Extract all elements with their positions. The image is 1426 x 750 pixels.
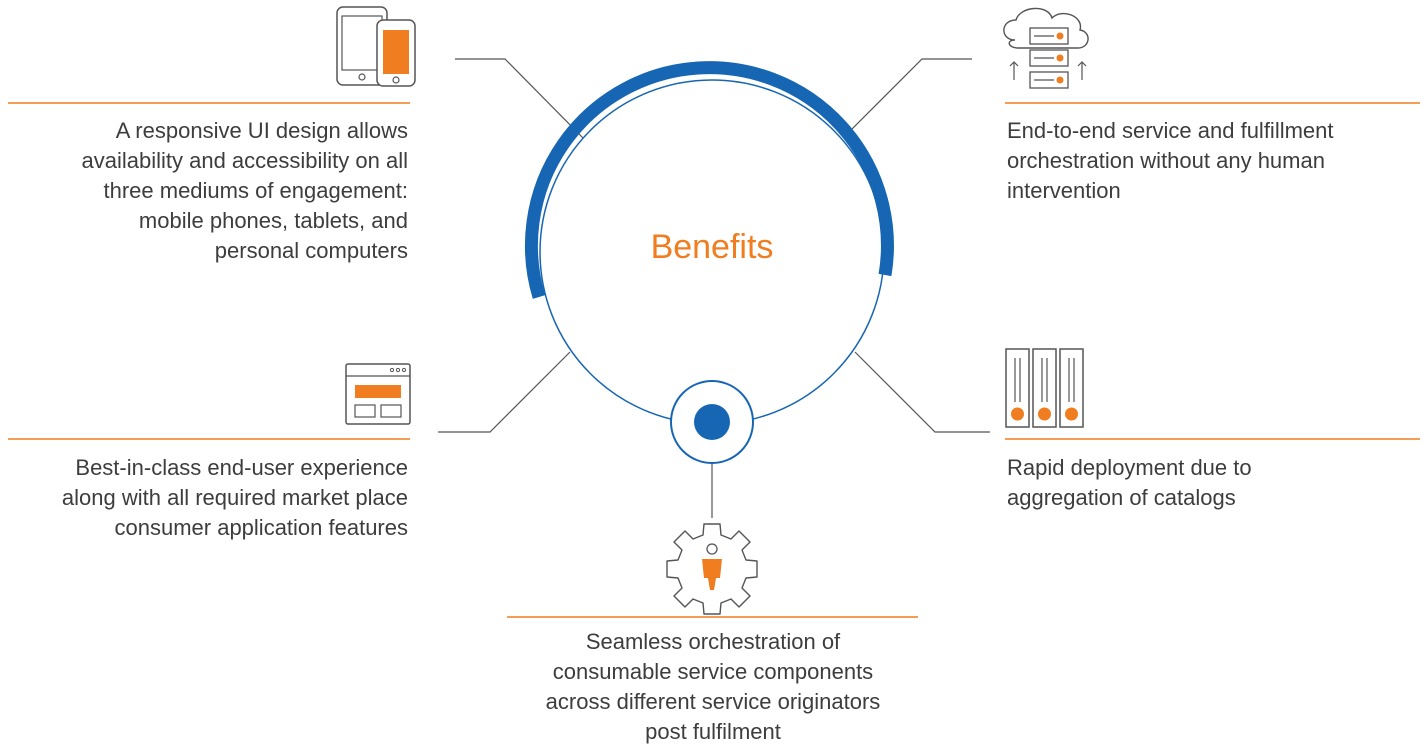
connector-bottom-right (854, 351, 990, 433)
benefit-line: End-to-end service and fulfillment (1007, 118, 1334, 143)
benefit-line: consumer application features (114, 515, 409, 540)
benefit-line: post fulfilment (645, 719, 781, 744)
divider-lines (8, 102, 1420, 618)
connector-top-right (847, 58, 972, 134)
cloud-server-icon (1003, 7, 1089, 89)
benefit-user-experience-text: Best-in-class end-user experience along … (62, 453, 408, 543)
connector-lines (438, 58, 990, 518)
benefit-orchestration-text: End-to-end service and fulfillment orche… (1007, 116, 1334, 206)
benefit-line: Rapid deployment due to (1007, 455, 1252, 480)
phone-tablet-icon (336, 6, 416, 87)
benefit-seamless-orchestration-text: Seamless orchestration of consumable ser… (463, 627, 963, 747)
benefit-line: intervention (1007, 178, 1121, 203)
benefit-line: along with all required market place (61, 485, 408, 510)
ring-thick-arc (524, 61, 894, 299)
browser-window-icon (345, 363, 411, 425)
benefit-rapid-deployment-text: Rapid deployment due to aggregation of c… (1007, 453, 1252, 513)
benefit-line: personal computers (214, 238, 408, 263)
benefit-line: orchestration without any human (1007, 148, 1325, 173)
benefit-line: Best-in-class end-user experience (75, 455, 408, 480)
gear-user-icon (666, 523, 758, 615)
server-racks-icon (1005, 348, 1084, 428)
benefit-line: mobile phones, tablets, and (138, 208, 408, 233)
benefit-line: A responsive UI design allows (115, 118, 408, 143)
center-title: Benefits (651, 228, 774, 266)
benefit-line: aggregation of catalogs (1007, 485, 1236, 510)
center-ring: Benefits (524, 61, 894, 425)
benefit-line: availability and accessibility on all (81, 148, 409, 173)
bottom-node (670, 380, 754, 464)
benefit-responsive-ui-text: A responsive UI design allows availabili… (82, 116, 409, 266)
benefit-line: across different service originators (545, 689, 881, 714)
connector-top-left (455, 58, 584, 139)
benefit-line: consumable service components (552, 659, 874, 684)
node-inner (694, 404, 730, 440)
benefit-line: three mediums of engagement: (103, 178, 408, 203)
connector-bottom-left (438, 351, 571, 433)
benefit-line: Seamless orchestration of (585, 629, 841, 654)
